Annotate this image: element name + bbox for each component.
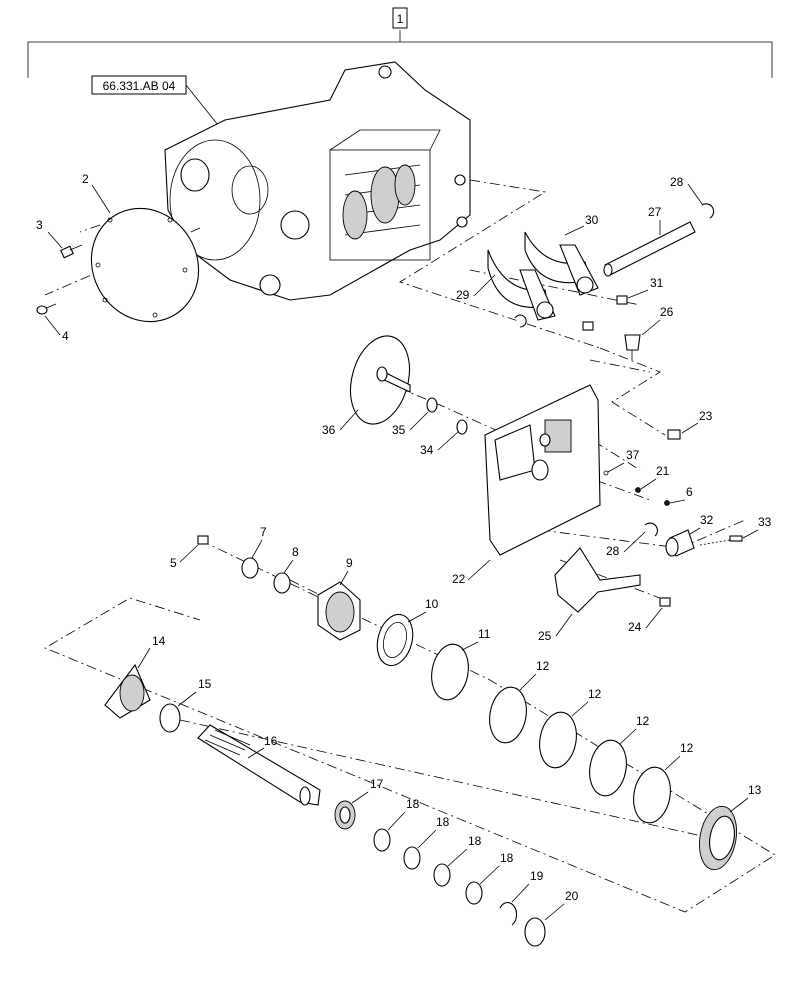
callout-18d: 18	[500, 851, 514, 865]
callout-34: 34	[420, 443, 434, 457]
part-30-shift-fork[interactable]	[524, 231, 599, 296]
part-27-shift-rail[interactable]	[603, 221, 696, 277]
callout-20: 20	[565, 889, 579, 903]
part-18-ring-4[interactable]	[465, 881, 483, 905]
part-17-bearing[interactable]	[334, 800, 356, 830]
part-7-washer[interactable]	[241, 557, 259, 579]
callout-12a: 12	[536, 659, 550, 673]
transmission-housing	[164, 61, 471, 301]
part-35-ring[interactable]	[426, 397, 438, 413]
part-33-pin[interactable]	[699, 535, 743, 546]
part-28-retaining-ring-upper[interactable]	[701, 203, 715, 219]
part-23-bolt[interactable]	[667, 429, 681, 440]
callout-29: 29	[456, 288, 470, 302]
part-12-ring-3[interactable]	[585, 737, 630, 798]
callout-32: 32	[700, 513, 714, 527]
part-28-retaining-ring-lower[interactable]	[644, 522, 658, 537]
part-24-bolt[interactable]	[659, 597, 671, 607]
callout-16: 16	[264, 734, 278, 748]
callout-15: 15	[198, 677, 212, 691]
part-25-bracket[interactable]	[554, 547, 641, 613]
callout-31: 31	[650, 276, 664, 290]
callout-35: 35	[392, 423, 406, 437]
reference-box[interactable]: 66.331.AB 04	[91, 75, 223, 131]
part-12-ring-4[interactable]	[629, 764, 674, 825]
callout-8: 8	[292, 545, 299, 559]
reference-callout: 66.331.AB 04	[103, 79, 176, 93]
callout-36: 36	[322, 423, 336, 437]
part-18-ring-3[interactable]	[433, 863, 451, 887]
part-9-bearing-housing[interactable]	[317, 581, 361, 641]
part-36-slinger-plate[interactable]	[341, 329, 418, 430]
callout-10: 10	[425, 597, 439, 611]
callout-37: 37	[626, 448, 640, 462]
part-26-detent-plug[interactable]	[624, 334, 641, 360]
part-4-screw[interactable]	[36, 303, 57, 315]
callout-14: 14	[152, 634, 166, 648]
part-22-mounting-plate[interactable]	[484, 384, 601, 556]
callout-23: 23	[699, 409, 713, 423]
part-15-bearing-cup[interactable]	[159, 703, 181, 733]
assembly-bracket: 1	[27, 7, 773, 78]
assembly-callout: 1	[397, 12, 404, 26]
part-18-ring-1[interactable]	[373, 828, 391, 852]
part-12-ring-2[interactable]	[535, 709, 580, 770]
callout-17: 17	[370, 777, 384, 791]
callout-6: 6	[686, 485, 693, 499]
callout-25: 25	[538, 629, 552, 643]
callout-3: 3	[36, 218, 43, 232]
callout-12c: 12	[636, 714, 650, 728]
part-13-gear[interactable]	[695, 803, 742, 872]
part-34-ring[interactable]	[456, 419, 468, 435]
callout-18c: 18	[468, 834, 482, 848]
callout-24: 24	[628, 620, 642, 634]
callout-12d: 12	[680, 741, 694, 755]
callout-28-upper: 28	[670, 175, 684, 189]
part-29-shift-fork[interactable]	[487, 249, 556, 328]
callout-2: 2	[82, 172, 89, 186]
callout-22: 22	[452, 572, 466, 586]
part-18-ring-2[interactable]	[403, 846, 421, 870]
callout-9: 9	[346, 556, 353, 570]
part-10-seal[interactable]	[372, 610, 418, 669]
callout-21: 21	[656, 464, 670, 478]
callout-30: 30	[585, 213, 599, 227]
part-2-cover-plate[interactable]	[71, 189, 219, 341]
part-37-dot[interactable]	[603, 470, 609, 476]
callout-18b: 18	[436, 815, 450, 829]
callout-13: 13	[748, 783, 762, 797]
part-8-ring[interactable]	[273, 572, 291, 594]
part-16-shaft[interactable]	[197, 724, 321, 806]
part-3-bolt[interactable]	[60, 244, 83, 259]
part-5-bolt[interactable]	[197, 535, 209, 545]
part-21-dot[interactable]	[635, 487, 641, 493]
callout-4: 4	[62, 329, 69, 343]
callout-labels: 2 3 4 5 6 7 8 9 10 11 12 12 12 12 13 14 …	[36, 172, 772, 921]
callout-19: 19	[530, 869, 544, 883]
part-6-dot[interactable]	[664, 500, 670, 506]
callout-26: 26	[660, 305, 674, 319]
part-20-plug[interactable]	[524, 917, 546, 947]
callout-18a: 18	[406, 797, 420, 811]
callout-28-lower: 28	[606, 544, 620, 558]
part-12-ring-1[interactable]	[485, 684, 530, 745]
part-32-bushing[interactable]	[665, 529, 695, 557]
callout-27: 27	[648, 205, 662, 219]
callout-33: 33	[758, 515, 772, 529]
callout-5: 5	[170, 556, 177, 570]
part-19-snap-ring[interactable]	[499, 902, 518, 926]
part-31-pin[interactable]	[582, 295, 628, 331]
part-14-bearing-cone[interactable]	[104, 663, 151, 719]
callout-12b: 12	[588, 687, 602, 701]
part-11-snap-ring[interactable]	[427, 641, 472, 702]
callout-11: 11	[478, 627, 491, 641]
callout-7: 7	[260, 525, 267, 539]
